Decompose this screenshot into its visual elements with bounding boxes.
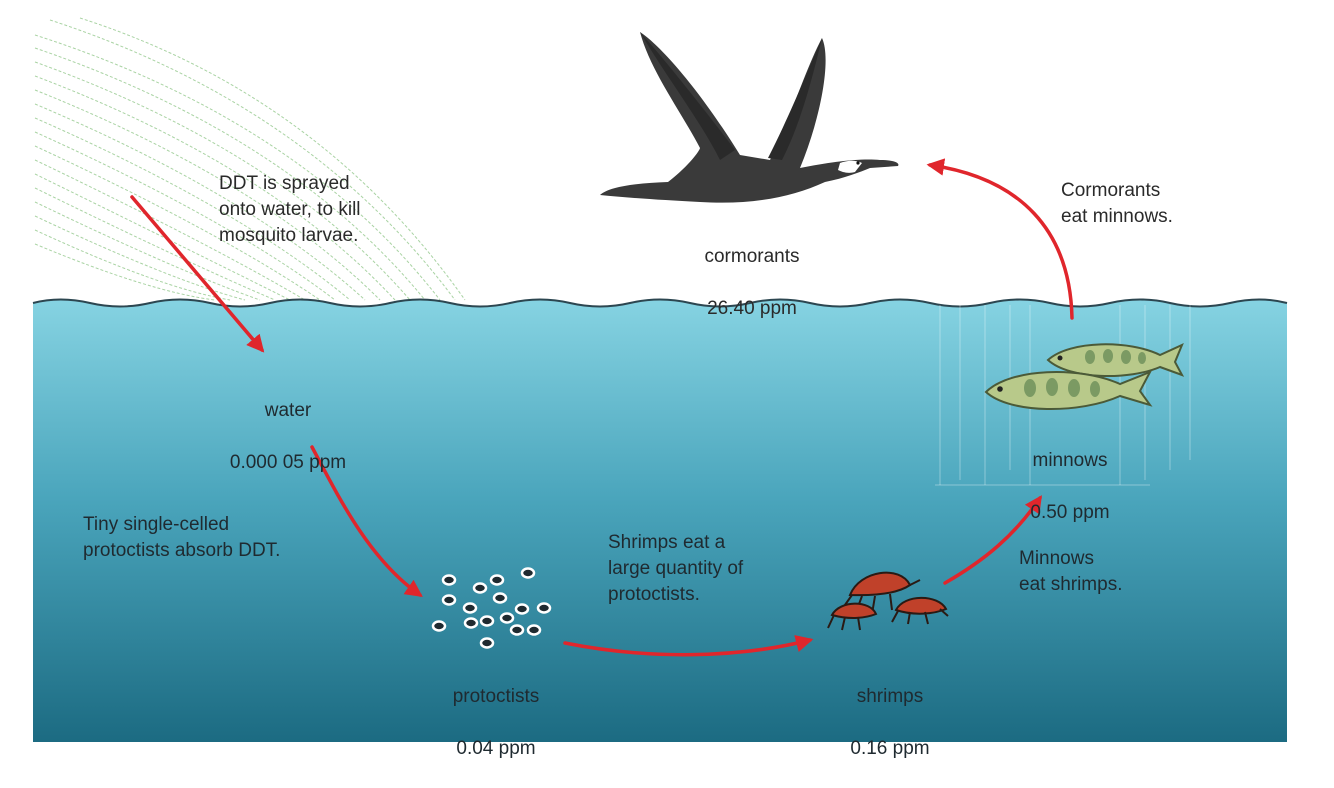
protoctists-label: protoctists 0.04 ppm	[416, 658, 576, 788]
water-surface-line	[32, 298, 1288, 308]
water-label: water 0.000 05 ppm	[208, 372, 368, 502]
food-chain-arrows	[130, 158, 1074, 657]
shrimps-icon	[827, 571, 949, 631]
protoctist-note: Tiny single-celled protoctists absorb DD…	[83, 514, 281, 561]
spray-note: DDT is sprayed onto water, to kill mosqu…	[219, 173, 361, 246]
shrimps-label: shrimps 0.16 ppm	[810, 658, 970, 788]
cormorants-ppm: 26.40 ppm	[707, 298, 797, 319]
minnows-ppm: 0.50 ppm	[1030, 502, 1110, 523]
arrow-minnows-to-cormorants	[926, 158, 1074, 320]
food-chain-diagram	[32, 17, 1288, 742]
water-ppm: 0.000 05 ppm	[229, 452, 347, 473]
water-name: water	[264, 400, 312, 421]
ddt-spray	[34, 17, 466, 301]
water-body	[33, 299, 1287, 742]
arrow-spray-to-water	[130, 195, 265, 353]
cormorant-note: Cormorants eat minnows.	[1061, 180, 1173, 227]
protoctists-name: protoctists	[452, 686, 540, 707]
arrow-water-to-protoctists	[310, 445, 423, 598]
cormorant-icon	[600, 32, 899, 203]
arrow-protoctists-to-shrimps	[563, 635, 814, 657]
shrimp-note: Shrimps eat a large quantity of protocti…	[608, 532, 744, 605]
minnows-icon	[984, 343, 1185, 411]
cormorants-name: cormorants	[704, 246, 800, 267]
protoctists-ppm: 0.04 ppm	[456, 738, 536, 759]
minnow-note: Minnows eat shrimps.	[1019, 548, 1123, 595]
minnows-label: minnows 0.50 ppm	[990, 422, 1150, 552]
minnows-name: minnows	[1032, 450, 1108, 471]
shrimps-name: shrimps	[856, 686, 924, 707]
protoctists-icon	[431, 567, 552, 649]
arrow-shrimps-to-minnows	[943, 495, 1042, 585]
shrimps-ppm: 0.16 ppm	[850, 738, 930, 759]
cormorants-label: cormorants 26.40 ppm	[672, 218, 832, 348]
